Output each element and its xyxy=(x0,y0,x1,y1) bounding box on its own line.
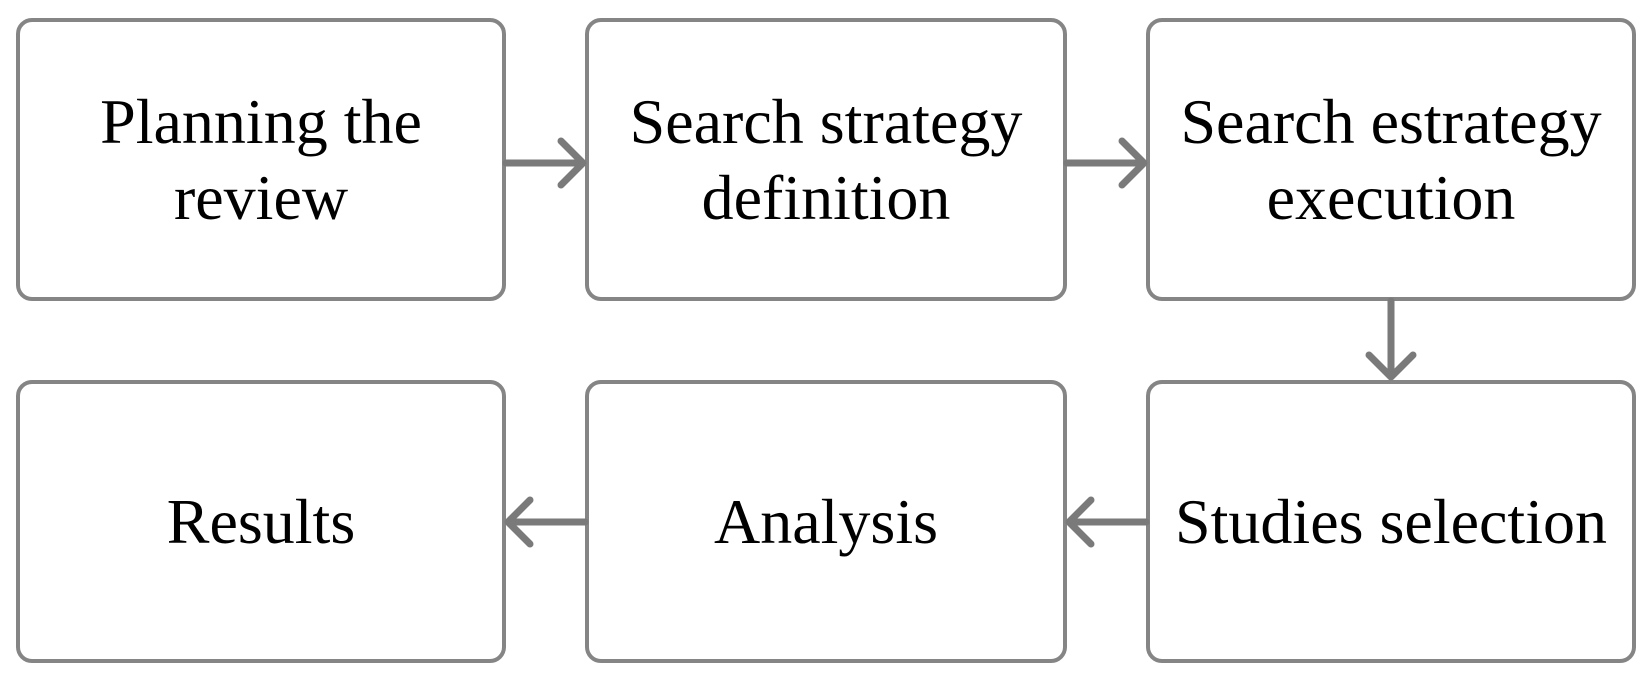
step-label: Search estrategy execution xyxy=(1180,85,1602,233)
step-label: Planning the review xyxy=(100,85,422,233)
arrow-right-icon xyxy=(502,137,587,189)
step-planning-the-review: Planning the review xyxy=(16,18,506,301)
step-label: Studies selection xyxy=(1175,485,1607,557)
arrow-left-icon xyxy=(1065,496,1150,548)
step-results: Results xyxy=(16,380,506,663)
arrow-right-icon xyxy=(1063,137,1148,189)
arrow-down-icon xyxy=(1365,297,1417,381)
step-search-strategy-definition: Search strategy definition xyxy=(585,18,1067,301)
arrow-left-icon xyxy=(504,496,589,548)
step-label: Analysis xyxy=(714,485,938,557)
step-studies-selection: Studies selection xyxy=(1146,380,1636,663)
step-label: Search strategy definition xyxy=(629,85,1023,233)
step-label: Results xyxy=(166,485,356,557)
step-analysis: Analysis xyxy=(585,380,1067,663)
